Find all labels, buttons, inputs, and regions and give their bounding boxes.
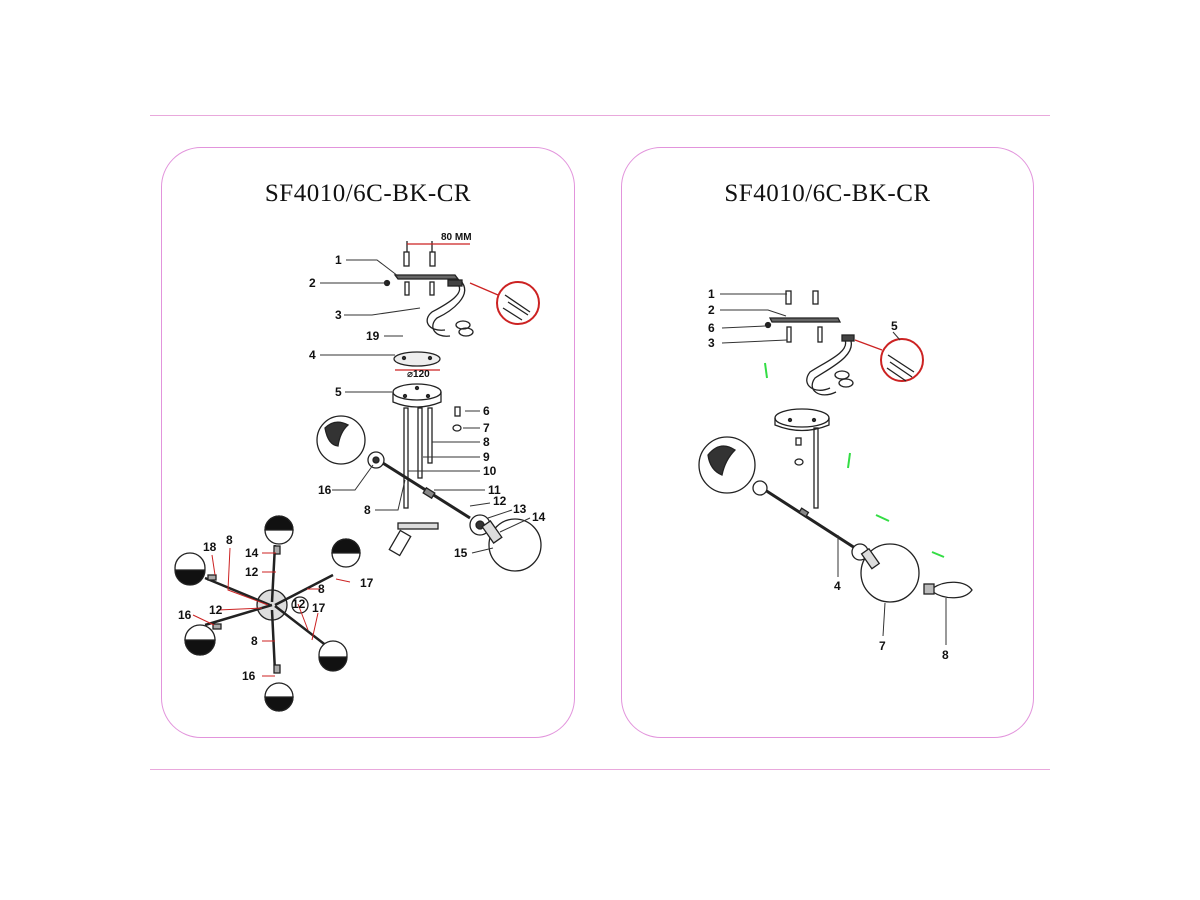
right-panel-title: SF4010/6C-BK-CR <box>724 180 931 207</box>
canopy-plate <box>393 351 441 367</box>
right-arm <box>752 480 869 561</box>
tv-callout-16: 16 <box>178 608 192 622</box>
r-callout-1: 1 <box>708 287 715 301</box>
rod-bracket <box>388 522 439 557</box>
tv-callout-14: 14 <box>245 546 259 560</box>
callout-13: 13 <box>513 502 527 516</box>
callout-8: 8 <box>483 435 490 449</box>
tv-callout-8: 8 <box>226 533 233 547</box>
down-rods <box>403 407 433 509</box>
canopy <box>392 369 442 408</box>
glass-shade-15 <box>481 518 542 572</box>
right-shade-bottom <box>860 543 920 603</box>
dim-80mm: 80 MM <box>441 232 472 243</box>
r-callout-7: 7 <box>879 639 886 653</box>
r-callout-3: 3 <box>708 336 715 350</box>
right-shade-top <box>698 436 756 494</box>
tv-callout-12b: 12 <box>209 603 223 617</box>
r-callout-5: 5 <box>891 319 898 333</box>
top-view-callouts: 18 8 14 12 8 16 12 12 17 17 8 16 <box>178 533 374 683</box>
callout-19: 19 <box>366 329 380 343</box>
callout-1: 1 <box>335 253 342 267</box>
candle-bulb <box>923 581 973 599</box>
dim-120: ⌀120 <box>407 369 430 380</box>
callout-16: 16 <box>318 483 332 497</box>
tv-callout-16b: 16 <box>242 669 256 683</box>
callout-10: 10 <box>483 464 497 478</box>
callout-7: 7 <box>483 421 490 435</box>
tv-callout-18: 18 <box>203 540 217 554</box>
tv-callout-17: 17 <box>360 576 374 590</box>
left-panel: SF4010/6C-BK-CR <box>161 147 575 738</box>
tv-callout-8b: 8 <box>318 582 325 596</box>
bottom-divider <box>150 769 1050 770</box>
tv-callout-8c: 8 <box>251 634 258 648</box>
r-callout-6: 6 <box>708 321 715 335</box>
right-canopy <box>774 408 830 509</box>
wiring-harness <box>426 279 540 337</box>
callout-11: 11 <box>488 483 501 497</box>
left-panel-title: SF4010/6C-BK-CR <box>264 180 472 207</box>
top-view <box>174 515 361 712</box>
callout-14: 14 <box>532 510 546 524</box>
tv-callout-17b: 17 <box>312 601 326 615</box>
callout-6: 6 <box>483 404 490 418</box>
right-mounting-bracket <box>764 290 842 343</box>
callout-2: 2 <box>309 276 316 290</box>
callout-5: 5 <box>335 385 342 399</box>
glass-shade-16 <box>316 415 366 465</box>
right-panel: SF4010/6C-BK-CR <box>621 147 1034 738</box>
callout-15: 15 <box>454 546 468 560</box>
callout-8b: 8 <box>364 503 371 517</box>
r-callout-8: 8 <box>942 648 949 662</box>
r-callout-4: 4 <box>834 579 841 593</box>
callout-4: 4 <box>309 348 316 362</box>
tv-callout-12c: 12 <box>292 597 306 611</box>
right-callouts: 1 2 6 3 5 4 7 8 <box>708 287 949 662</box>
top-divider <box>150 115 1050 116</box>
callout-3: 3 <box>335 308 342 322</box>
callout-9: 9 <box>483 450 490 464</box>
callout-12: 12 <box>493 494 507 508</box>
mounting-bracket <box>383 241 470 296</box>
right-wiring <box>806 334 924 396</box>
left-callouts: 80 MM ⌀120 1 2 3 19 4 5 6 7 8 9 10 11 12… <box>309 232 546 560</box>
r-callout-2: 2 <box>708 303 715 317</box>
tv-callout-12: 12 <box>245 565 259 579</box>
